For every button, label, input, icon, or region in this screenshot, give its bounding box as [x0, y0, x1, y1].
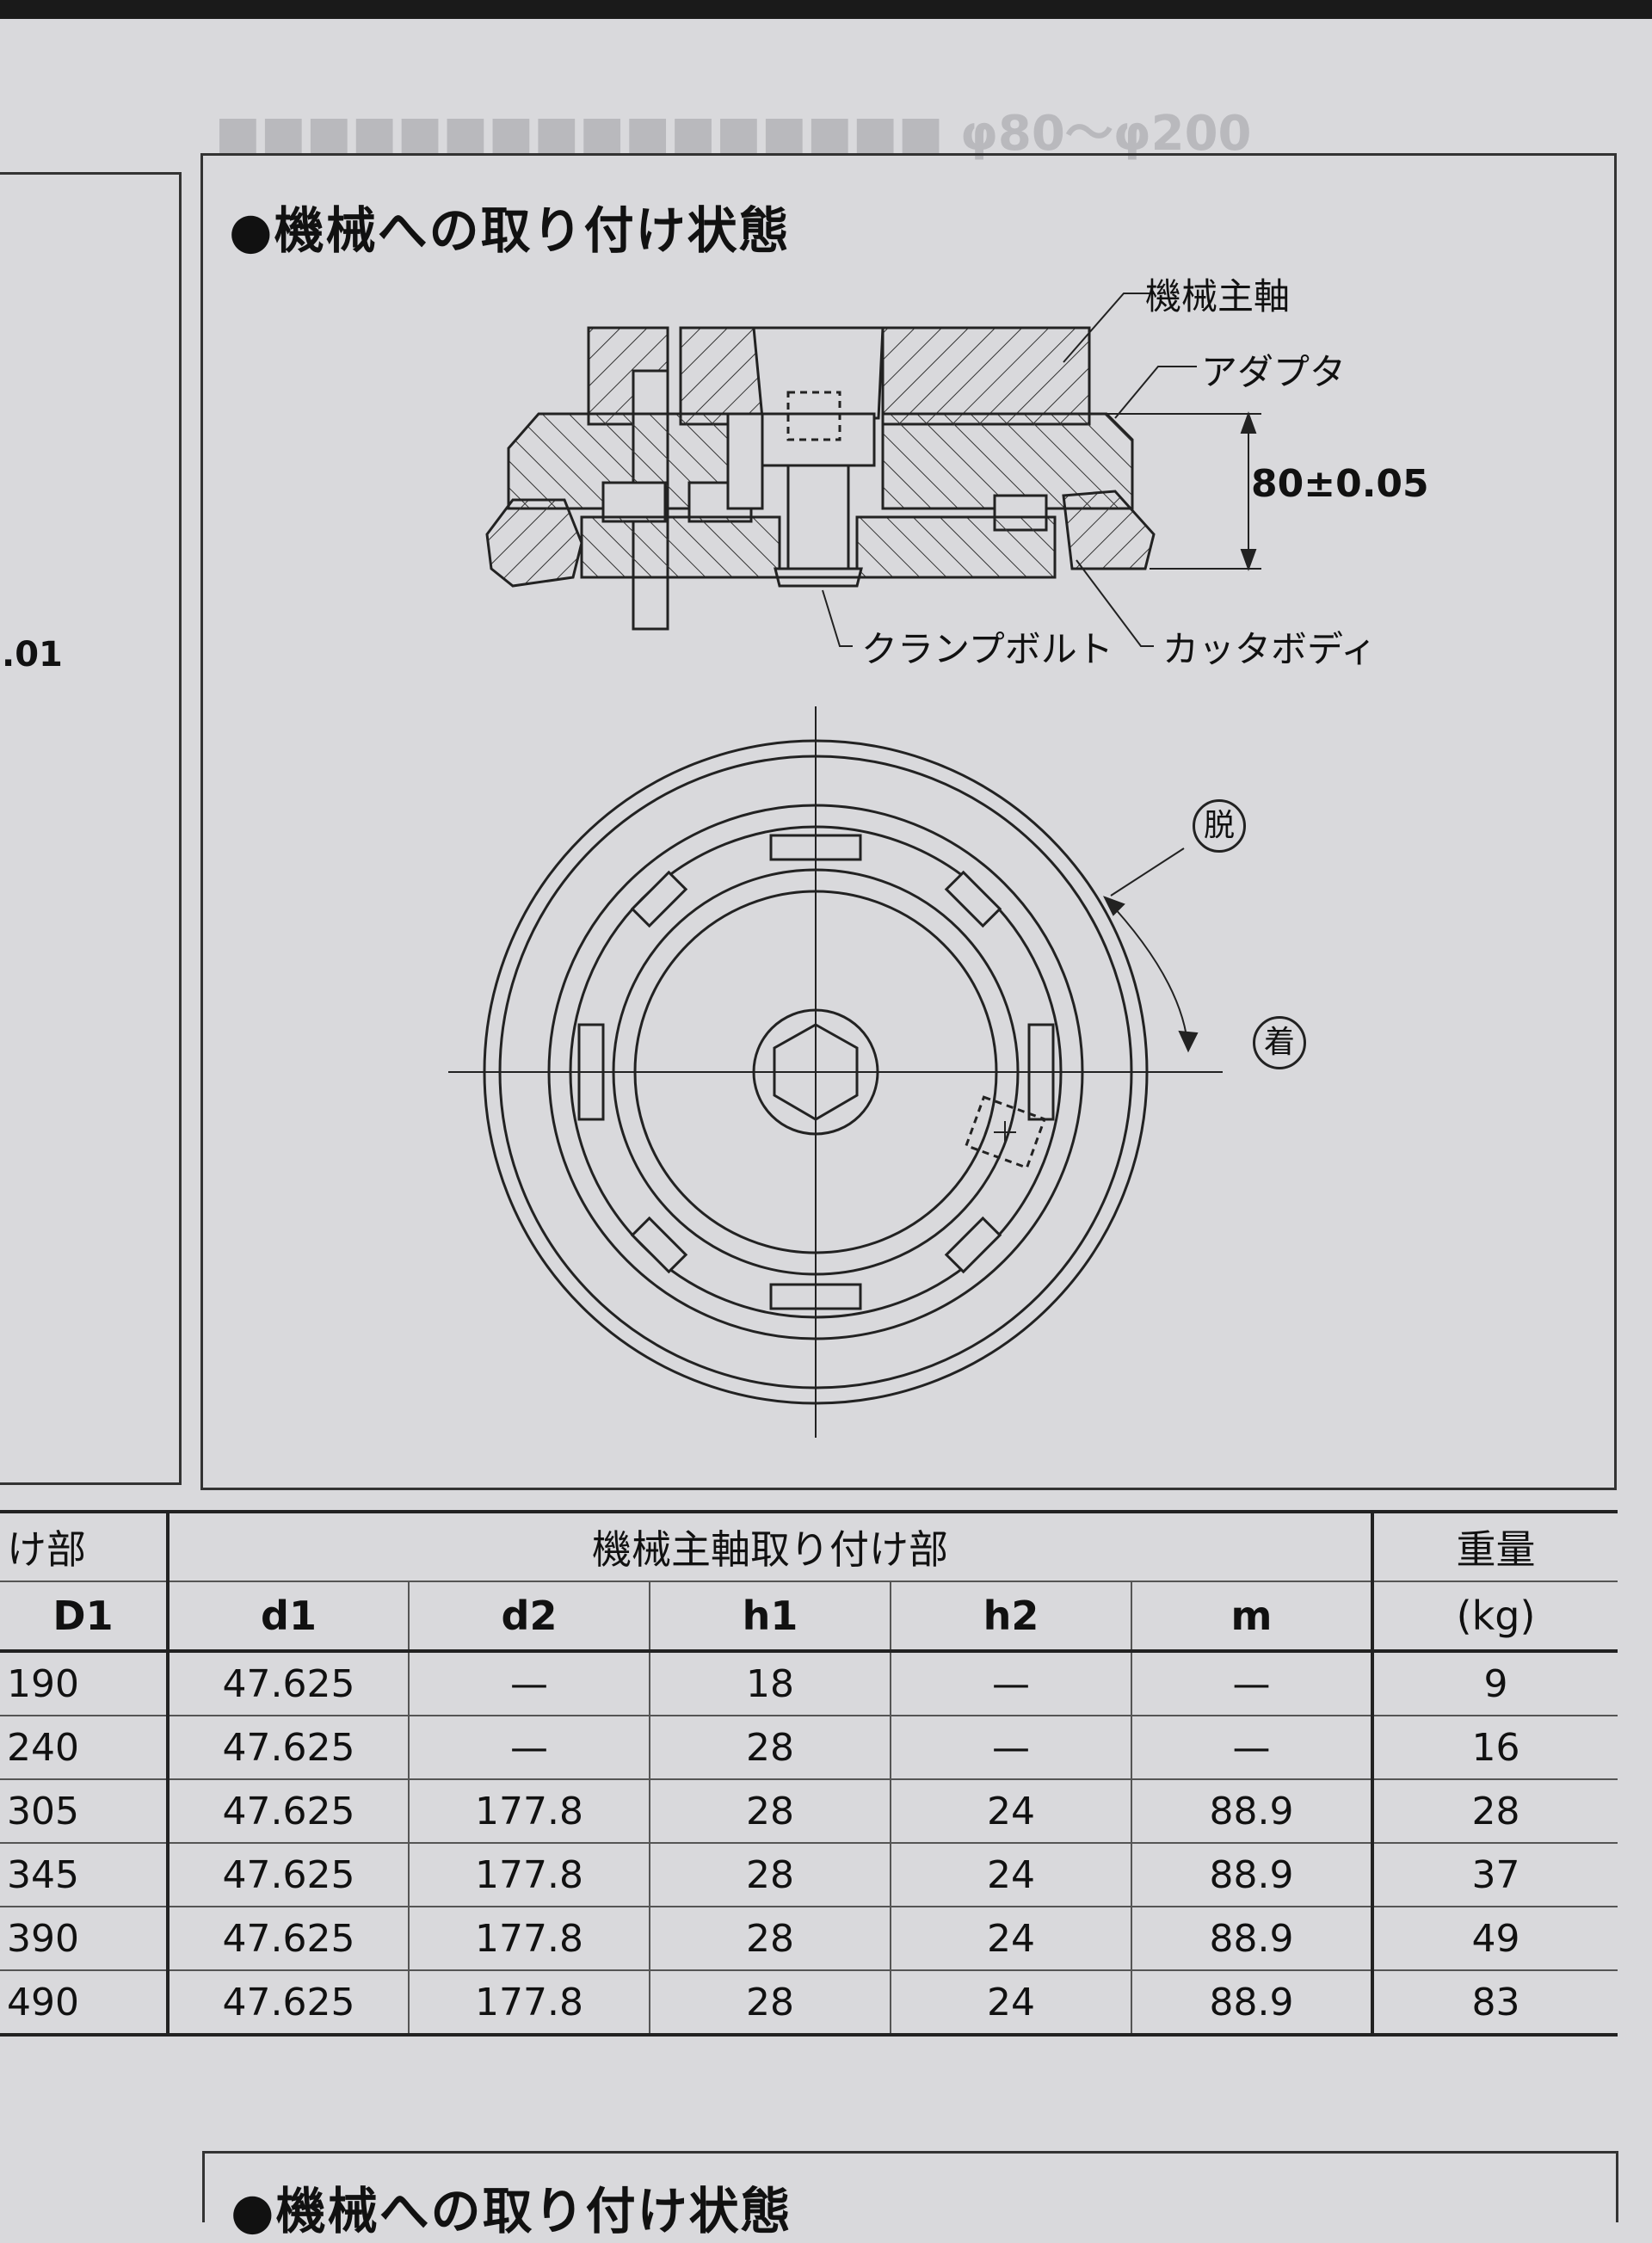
- cell-m: 88.9: [1130, 1907, 1373, 1971]
- header-weight: 重量: [1371, 1510, 1618, 1582]
- cell-m: —: [1130, 1651, 1373, 1716]
- cell-d1: 47.625: [166, 1651, 409, 1716]
- cell-d1: 47.625: [166, 1779, 409, 1844]
- header-group-main: 機械主軸取り付け部: [165, 1510, 1373, 1582]
- cell-weight: 49: [1371, 1907, 1618, 1971]
- table-row: 390 47.625 177.8 28 24 88.9 49: [0, 1907, 1618, 1971]
- next-section-panel: ●機械への取り付け状態: [202, 2151, 1618, 2240]
- cell-D1: 390: [0, 1907, 168, 1971]
- cell-h1: 28: [649, 1843, 891, 1907]
- col-header-weight-unit: (kg): [1371, 1581, 1618, 1653]
- cell-D1: 345: [0, 1843, 168, 1907]
- table-row: 305 47.625 177.8 28 24 88.9 28: [0, 1779, 1618, 1844]
- cell-d1: 47.625: [166, 1907, 409, 1971]
- cell-d2: 177.8: [408, 1843, 650, 1907]
- cell-m: 88.9: [1130, 1970, 1373, 2037]
- mounting-drawing: [448, 293, 1261, 1438]
- left-column-fragment: .01: [2, 635, 63, 675]
- cell-d1: 47.625: [166, 1843, 409, 1907]
- cell-h2: 24: [890, 1907, 1131, 1971]
- col-header-D1: D1: [0, 1581, 168, 1653]
- col-header-h2: h2: [890, 1581, 1131, 1653]
- cell-D1: 190: [0, 1651, 168, 1716]
- label-dimension: 80±0.05: [1251, 462, 1429, 506]
- cell-h2: —: [890, 1651, 1131, 1716]
- bleed-through-heading: ■■■■■■■■■■■■■■■■ φ80〜φ200: [215, 106, 1252, 162]
- cell-h1: 28: [649, 1970, 891, 2037]
- cell-h2: 24: [890, 1779, 1131, 1844]
- label-machine-spindle: 機械主軸: [1145, 275, 1291, 317]
- panel-title: ●機械への取り付け状態: [229, 201, 791, 260]
- cell-weight: 83: [1371, 1970, 1618, 2037]
- label-release: 脱: [1193, 799, 1246, 853]
- cell-h1: 28: [649, 1716, 891, 1780]
- cell-weight: 37: [1371, 1843, 1618, 1907]
- mounting-diagram-panel: ●機械への取り付け状態: [200, 153, 1617, 1490]
- label-adapter: アダプタ: [1201, 351, 1347, 393]
- col-header-d2: d2: [408, 1581, 650, 1653]
- cell-m: —: [1130, 1716, 1373, 1780]
- cell-d2: —: [408, 1651, 650, 1716]
- cell-d2: —: [408, 1716, 650, 1780]
- center-lines: [448, 706, 1223, 1438]
- cell-h1: 18: [649, 1651, 891, 1716]
- adapter-section: [507, 391, 1134, 532]
- col-header-d1: d1: [166, 1581, 409, 1653]
- top-rule: [0, 0, 1652, 19]
- table-row: 345 47.625 177.8 28 24 88.9 37: [0, 1843, 1618, 1907]
- cell-h1: 28: [649, 1779, 891, 1844]
- cell-D1: 240: [0, 1716, 168, 1780]
- spec-table: け部 機械主軸取り付け部 重量 D1 d1 d2 h1 h2 m (kg) 19…: [0, 1510, 1618, 2037]
- cell-d1: 47.625: [166, 1970, 409, 2037]
- cell-h1: 28: [649, 1907, 891, 1971]
- cell-D1: 490: [0, 1970, 168, 2037]
- cell-m: 88.9: [1130, 1779, 1373, 1844]
- table-row: 240 47.625 — 28 — — 16: [0, 1716, 1618, 1780]
- cell-h2: 24: [890, 1843, 1131, 1907]
- col-header-m: m: [1130, 1581, 1373, 1653]
- cell-weight: 28: [1371, 1779, 1618, 1844]
- header-group-left: け部: [0, 1510, 168, 1582]
- cell-weight: 9: [1371, 1651, 1618, 1716]
- table-row: 490 47.625 177.8 28 24 88.9 83: [0, 1970, 1618, 2037]
- cell-h2: 24: [890, 1970, 1131, 2037]
- dimension-line: [1098, 411, 1261, 571]
- col-header-h1: h1: [649, 1581, 891, 1653]
- leader-lines: [822, 293, 1197, 647]
- cutter-body-section: [485, 464, 1156, 588]
- cell-h2: —: [890, 1716, 1131, 1780]
- table-row: 190 47.625 — 18 — — 9: [0, 1651, 1618, 1716]
- cell-d2: 177.8: [408, 1970, 650, 2037]
- left-panel: .01: [0, 172, 182, 1485]
- cell-d2: 177.8: [408, 1907, 650, 1971]
- label-cutter-body: カッタボディ: [1162, 628, 1378, 670]
- cell-d1: 47.625: [166, 1716, 409, 1780]
- cell-d2: 177.8: [408, 1779, 650, 1844]
- label-attach: 着: [1253, 1016, 1306, 1069]
- cell-D1: 305: [0, 1779, 168, 1844]
- rotation-arrow: [1102, 847, 1199, 1053]
- label-clamp-bolt: クランプボルト: [861, 628, 1113, 670]
- cell-weight: 16: [1371, 1716, 1618, 1780]
- next-section-title: ●機械への取り付け状態: [231, 2182, 792, 2240]
- cell-m: 88.9: [1130, 1843, 1373, 1907]
